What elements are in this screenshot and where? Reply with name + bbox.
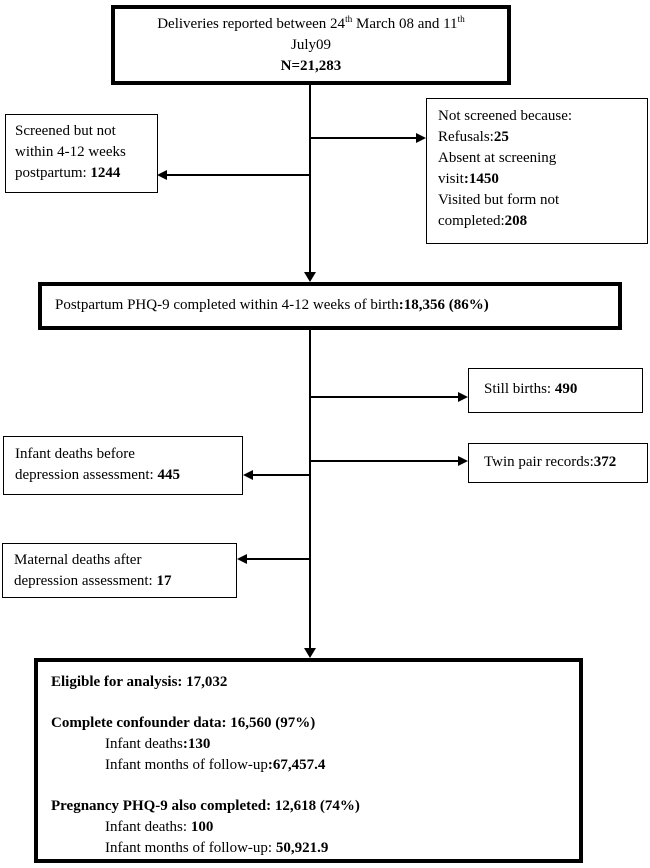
connector-to-not-screened (310, 137, 418, 139)
spacer (51, 693, 579, 713)
deliveries-line1: Deliveries reported between 24th March 0… (157, 15, 465, 32)
not-screened-box: Not screened because: Refusals:25 Absent… (426, 98, 648, 244)
infant-deaths-count: 445 (157, 467, 180, 483)
screened-not-line2: within 4-12 weeks (15, 144, 126, 160)
arrowhead-into-phq9 (304, 272, 316, 282)
screened-not-line1: Screened but not (15, 123, 116, 139)
arrowhead-into-twin-records (458, 456, 468, 466)
not-screened-absent-line1: Absent at screening (438, 150, 557, 166)
arrowhead-into-maternal-deaths (237, 554, 247, 564)
not-screened-form-line1: Visited but form not (438, 192, 560, 208)
screened-not-box: Screened but not within 4-12 weeks postp… (5, 114, 158, 193)
twin-records-count: 372 (593, 454, 617, 470)
phq9-completed-box: Postpartum PHQ-9 completed within 4-12 w… (38, 282, 622, 330)
infant-deaths-box: Infant deaths before depression assessme… (3, 436, 243, 495)
not-screened-line1: Not screened because: (438, 108, 573, 124)
arrowhead-into-not-screened (416, 133, 426, 143)
arrowhead-into-screened-not (157, 170, 167, 180)
still-births-count: 490 (554, 381, 578, 397)
maternal-deaths-count: 17 (156, 573, 172, 589)
connector-mid-vertical (309, 330, 311, 648)
absent-count: :1450 (463, 171, 499, 187)
still-births-line: Still births: 490 (484, 381, 578, 397)
confounder-infant-deaths: Infant deaths:130 (105, 736, 211, 752)
arrowhead-into-infant-deaths (243, 470, 253, 480)
not-screened-refusals: Refusals:25 (438, 129, 509, 145)
maternal-deaths-box: Maternal deaths after depression assessm… (2, 543, 237, 598)
form-not-completed-count: 208 (504, 213, 528, 229)
pregnancy-infant-deaths-count: 100 (190, 819, 214, 835)
arrowhead-into-still-births (458, 392, 468, 402)
connector-to-still-births (310, 396, 459, 398)
confounder-infant-deaths-count: :130 (182, 736, 211, 752)
pregnancy-heading: Pregnancy PHQ-9 also completed: 12,618 (… (51, 798, 360, 814)
spacer (51, 776, 579, 796)
twin-records-box: Twin pair records:372 (468, 443, 648, 483)
connector-to-screened-not (166, 174, 311, 176)
phq9-completed-count: :18,356 (86%) (398, 297, 489, 313)
confounder-followup-count: :67,457.4 (267, 757, 326, 773)
superscript-th: th (457, 15, 465, 25)
screened-not-count: 1244 (90, 165, 121, 181)
refusals-count: 25 (493, 129, 509, 145)
deliveries-box: Deliveries reported between 24th March 0… (111, 5, 511, 85)
deliveries-total: N=21,283 (280, 58, 342, 74)
maternal-deaths-line2: depression assessment: 17 (14, 573, 172, 589)
connector-to-twin-records (310, 460, 459, 462)
maternal-deaths-line1: Maternal deaths after (14, 552, 142, 568)
phq9-completed-line: Postpartum PHQ-9 completed within 4-12 w… (55, 297, 489, 313)
eligible-title: Eligible for analysis: 17,032 (51, 674, 228, 690)
infant-deaths-line2: depression assessment: 445 (15, 467, 180, 483)
still-births-box: Still births: 490 (468, 368, 643, 413)
deliveries-line2: July09 (290, 37, 331, 53)
eligible-box: Eligible for analysis: 17,032 Complete c… (34, 658, 583, 863)
connector-top-vertical (309, 85, 311, 274)
superscript-th: th (345, 15, 353, 25)
pregnancy-infant-deaths: Infant deaths: 100 (105, 819, 214, 835)
screened-not-line3: postpartum: 1244 (15, 165, 121, 181)
pregnancy-followup-count: 50,921.9 (275, 840, 329, 856)
twin-records-line: Twin pair records:372 (484, 454, 617, 470)
arrowhead-into-eligible (304, 648, 316, 658)
connector-to-infant-deaths (252, 474, 311, 476)
not-screened-absent-line2: visit:1450 (438, 171, 499, 187)
pregnancy-followup: Infant months of follow-up: 50,921.9 (105, 840, 329, 856)
not-screened-form-line2: completed:208 (438, 213, 528, 229)
confounder-heading: Complete confounder data: 16,560 (97%) (51, 715, 316, 731)
infant-deaths-line1: Infant deaths before (15, 446, 135, 462)
connector-to-maternal-deaths (246, 558, 311, 560)
confounder-followup: Infant months of follow-up:67,457.4 (105, 757, 326, 773)
